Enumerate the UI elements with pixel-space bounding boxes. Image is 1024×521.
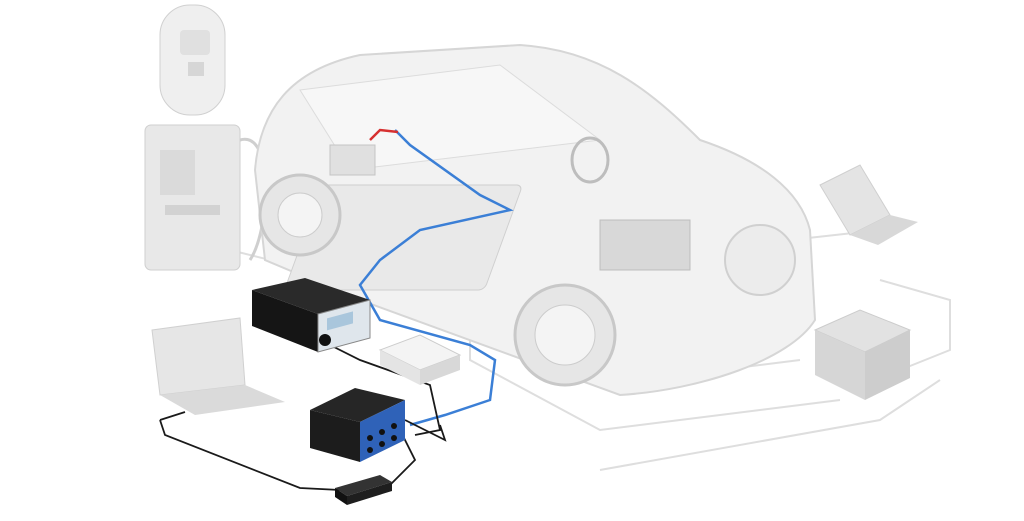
sensor-box (378, 334, 462, 385)
black-cable (159, 344, 447, 491)
laptop-right-icon (819, 164, 918, 245)
interface-module (310, 388, 405, 462)
blue-cable (358, 129, 514, 427)
ev-charger-icon (144, 4, 268, 271)
data-logger (252, 278, 371, 353)
display (327, 311, 353, 331)
laptop-left-icon (151, 317, 285, 415)
red-cable (369, 128, 399, 141)
interface-module-right (813, 309, 912, 400)
usb-dongle (335, 475, 392, 505)
